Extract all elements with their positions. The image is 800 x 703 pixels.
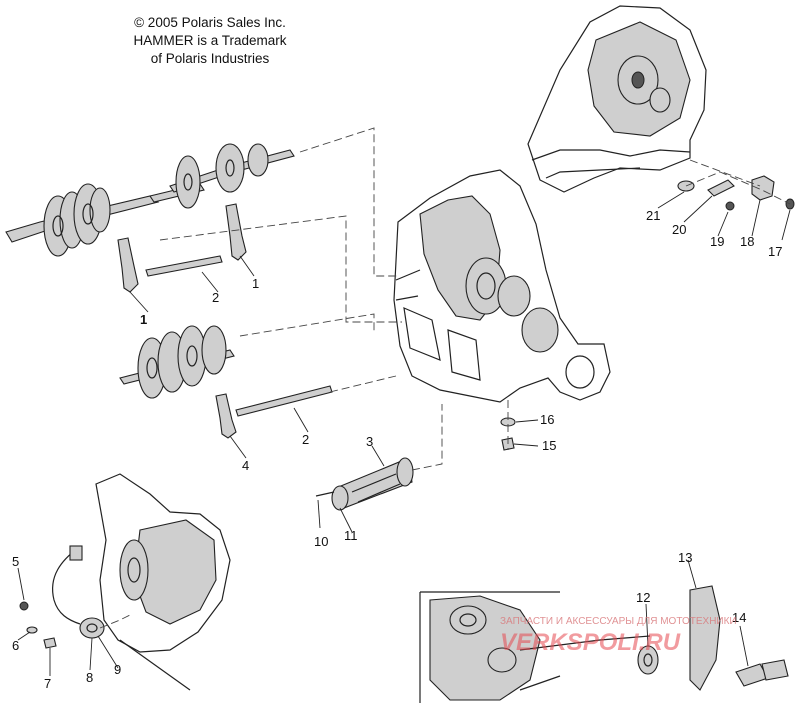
drain-plug-parts [500, 417, 516, 451]
callout-1-upper-right: 1 [252, 276, 259, 291]
callout-7: 7 [44, 676, 51, 691]
copyright-line-1: © 2005 Polaris Sales Inc. [134, 15, 286, 30]
crankcase-center [393, 169, 611, 403]
callout-9: 9 [114, 662, 121, 677]
callout-11: 11 [344, 528, 358, 543]
watermark-logo: VERKSPOLI.RU [500, 629, 681, 656]
callouts: 1 1 2 1 2 3 4 5 6 7 8 9 10 11 12 13 14 1… [12, 208, 782, 691]
counter-shaft-assembly [169, 143, 295, 209]
callout-13: 13 [678, 550, 692, 565]
callout-21: 21 [646, 208, 660, 223]
shift-drum [315, 457, 414, 511]
upper-shift-forks [117, 203, 247, 293]
assembly-lines [99, 127, 791, 629]
inset-view-shift-parts [419, 585, 789, 703]
callout-14: 14 [732, 610, 746, 625]
copyright-line-2: HAMMER is a Trademark [133, 33, 287, 48]
leader-lines [17, 191, 791, 676]
engine-block-lower-left [95, 473, 231, 691]
callout-17: 17 [768, 244, 782, 259]
callout-8: 8 [86, 670, 93, 685]
copyright-notice: © 2005 Polaris Sales Inc. HAMMER is a Tr… [100, 14, 320, 68]
callout-12: 12 [636, 590, 650, 605]
callout-4: 4 [242, 458, 249, 473]
lower-shift-fork [215, 385, 333, 439]
callout-16: 16 [540, 412, 554, 427]
callout-20: 20 [672, 222, 686, 237]
lower-gear-cluster [119, 325, 235, 399]
crankcase-right-cover [527, 5, 707, 193]
watermark: ЗАПЧАСТИ И АКСЕССУАРЫ ДЛЯ МОТОТЕХНИКИ VE… [500, 616, 737, 656]
callout-6: 6 [12, 638, 19, 653]
main-shaft-assembly [5, 183, 205, 257]
callout-18: 18 [740, 234, 754, 249]
watermark-text: ЗАПЧАСТИ И АКСЕССУАРЫ ДЛЯ МОТОТЕХНИКИ [500, 616, 737, 627]
callout-2-upper: 2 [212, 290, 219, 305]
callout-5: 5 [12, 554, 19, 569]
callout-19: 19 [710, 234, 724, 249]
callout-3: 3 [366, 434, 373, 449]
copyright-line-3: of Polaris Industries [150, 51, 270, 66]
sensor-assembly [19, 545, 105, 649]
callout-2-lower: 2 [302, 432, 309, 447]
callout-1-upper-left: 1 [140, 312, 147, 327]
small-parts-17-21 [677, 175, 795, 211]
callout-10: 10 [314, 534, 328, 549]
callout-15: 15 [542, 438, 556, 453]
